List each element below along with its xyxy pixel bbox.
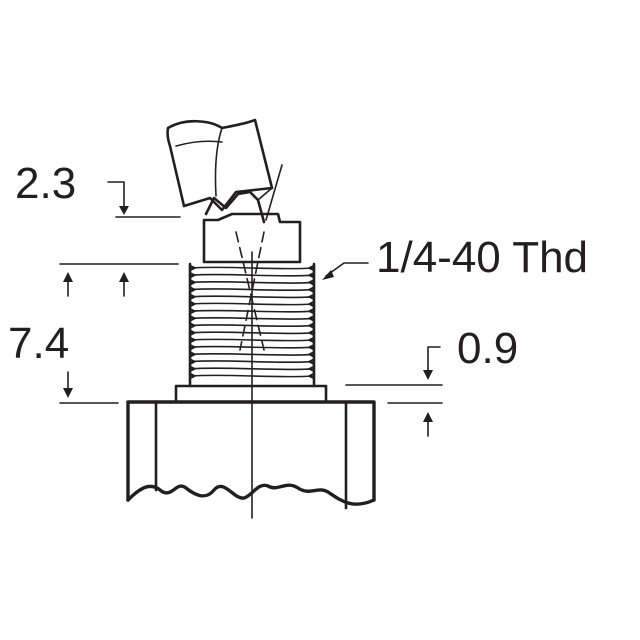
dimension-bushing-length <box>59 263 179 404</box>
thread-tooth <box>189 329 196 337</box>
thread-tooth <box>308 372 315 380</box>
thread-tooth <box>189 365 196 373</box>
thread-tooth <box>308 329 315 337</box>
lever-height-label: 2.3 <box>15 159 76 208</box>
thread-tooth <box>189 358 196 365</box>
thread-tooth <box>189 279 196 286</box>
thread-tooth <box>189 322 196 329</box>
thread-tooth <box>308 358 315 365</box>
thread-tooth <box>189 343 196 351</box>
thread-tooth <box>189 286 196 293</box>
thread-tooth <box>308 343 315 351</box>
bushing-length-label: 7.4 <box>8 319 69 368</box>
thread-tooth <box>308 264 315 272</box>
thread-tooth <box>189 351 196 358</box>
thread-tooth <box>308 300 315 308</box>
thread-tooth <box>308 307 315 315</box>
mounting-nut <box>174 384 328 404</box>
thread-tooth <box>308 293 315 301</box>
thread-tooth <box>308 271 315 279</box>
thread-leader <box>322 262 369 280</box>
thread-tooth <box>189 372 196 380</box>
thread-tooth <box>189 264 196 272</box>
thread-tooth <box>308 322 315 329</box>
toggle-lever <box>166 118 283 224</box>
switch-body <box>126 400 376 510</box>
bushing-collar <box>202 212 302 264</box>
dimension-lever-height <box>107 181 181 218</box>
nut-thickness-label: 0.9 <box>457 324 518 373</box>
thread-tooth <box>189 293 196 301</box>
thread-tooth <box>189 336 196 344</box>
thread-tooth <box>308 365 315 373</box>
thread-tooth <box>308 286 315 293</box>
thread-spec-label: 1/4-40 Thd <box>376 233 588 282</box>
thread-tooth <box>189 315 196 322</box>
thread-tooth <box>189 300 196 308</box>
thread-tooth <box>308 279 315 286</box>
thread-tooth <box>189 307 196 315</box>
thread-tooth <box>308 351 315 358</box>
thread-tooth <box>189 271 196 279</box>
centerlines <box>235 231 265 519</box>
dimension-nut-thickness <box>345 346 443 437</box>
thread-tooth <box>308 315 315 322</box>
thread-tooth <box>308 336 315 344</box>
